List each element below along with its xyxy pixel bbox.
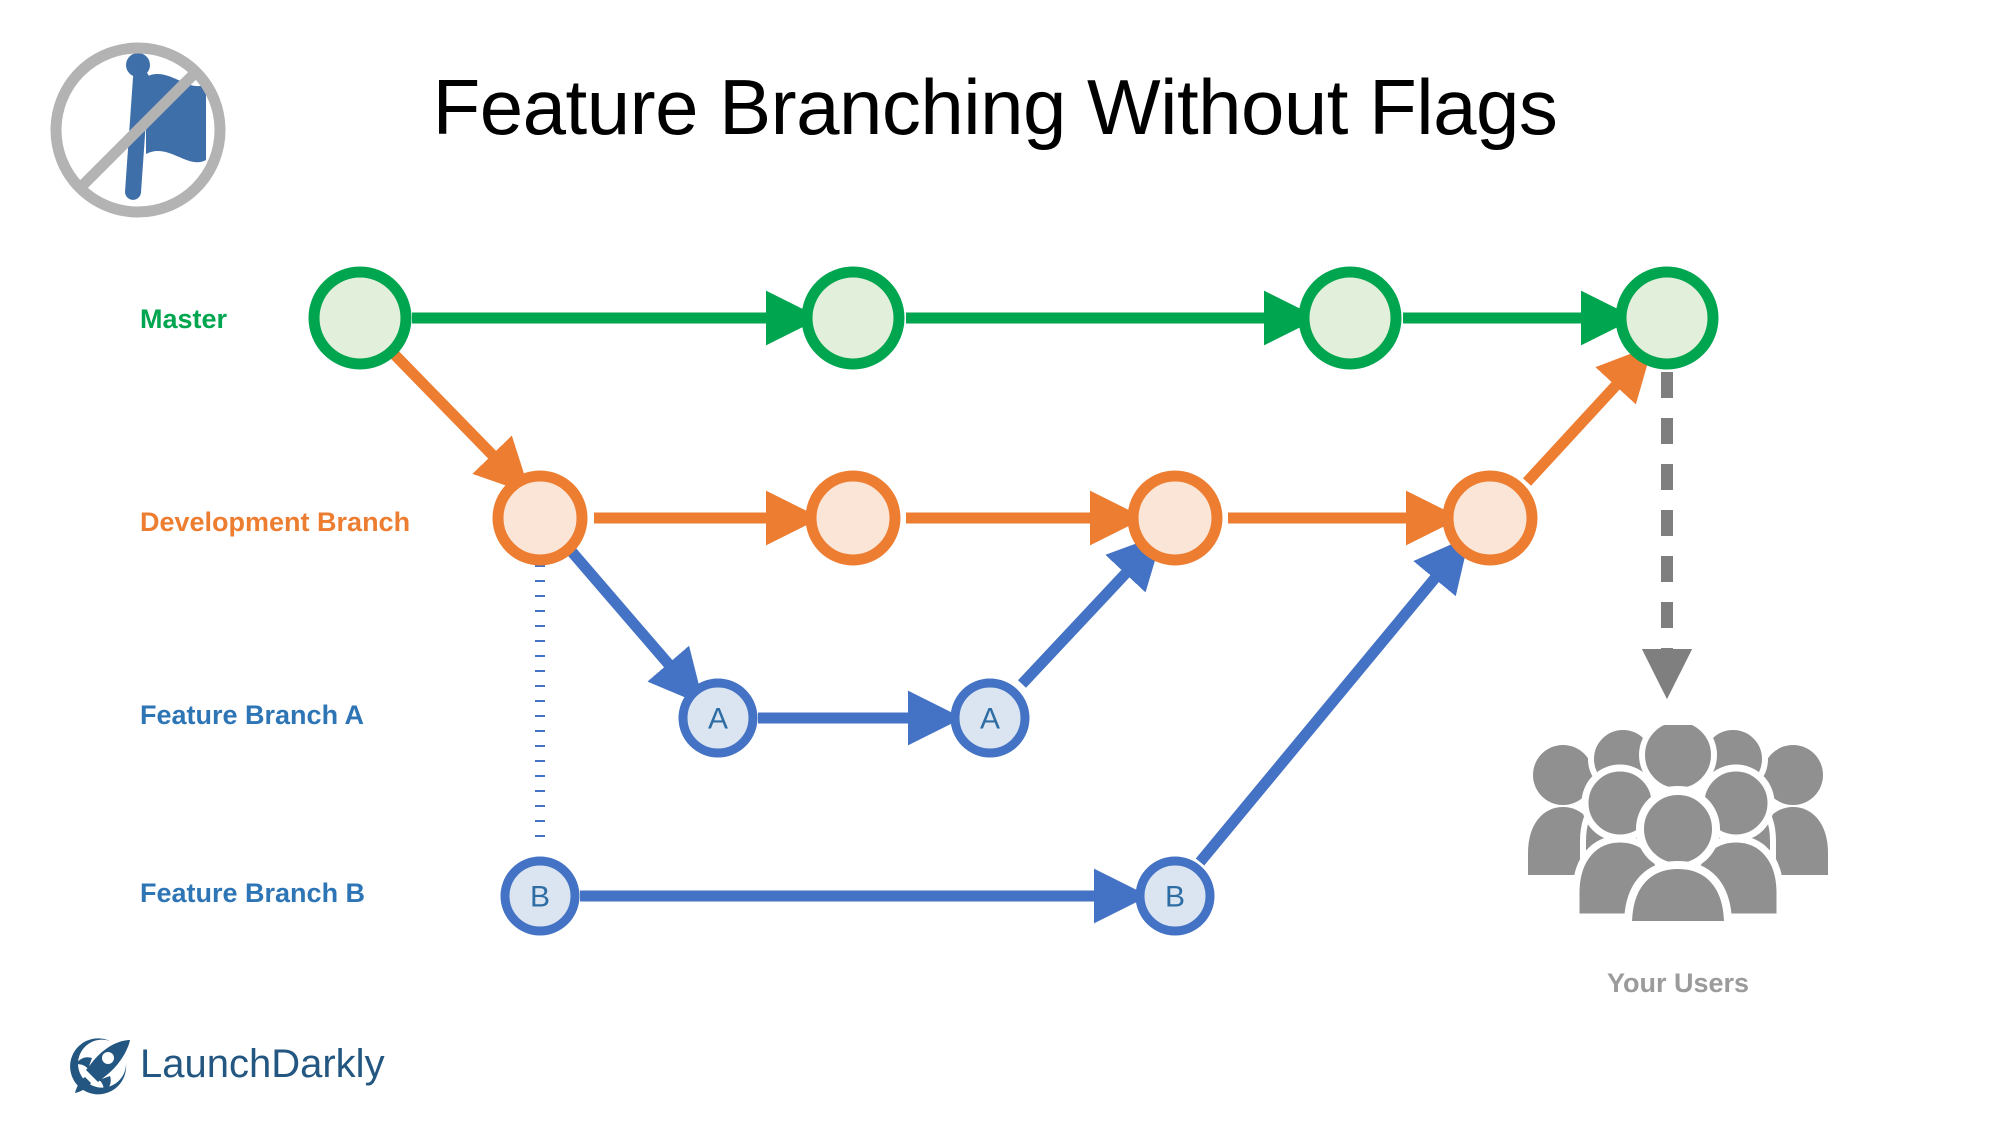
branch-off-edge	[389, 349, 531, 495]
master-node-1	[308, 266, 412, 370]
row-label-development: Development Branch	[140, 507, 411, 537]
feature-a-node-2-label: A	[980, 703, 1000, 736]
master-node-3	[1298, 266, 1402, 370]
development-nodes	[492, 470, 1538, 566]
feature-b-nodes: B B	[500, 856, 1215, 936]
feature-a-branch-edge	[567, 548, 705, 706]
release-merge-edge	[1522, 345, 1653, 486]
development-node-2	[805, 470, 901, 566]
feature-b-merge-edge	[1195, 536, 1470, 866]
feature-b-node-1	[500, 856, 580, 936]
row-label-master: Master	[140, 304, 228, 334]
launchdarkly-logo	[68, 1036, 328, 1098]
page-title: Feature Branching Without Flags	[432, 63, 1558, 151]
feature-a-node-2	[950, 678, 1030, 758]
ban-circle-icon	[50, 42, 226, 218]
master-node-2	[801, 266, 905, 370]
feature-b-node-1-label: B	[530, 881, 550, 914]
people-group-icon	[1528, 716, 1828, 929]
feature-a-merge-edge	[1017, 533, 1164, 688]
launchdarkly-wordmark: LaunchDarkly	[140, 1042, 385, 1086]
feature-b-node-2	[1135, 856, 1215, 936]
row-label-feature-b: Feature Branch B	[140, 878, 366, 908]
feature-b-node-2-label: B	[1165, 881, 1185, 914]
feature-a-node-1	[678, 678, 758, 758]
development-node-4	[1442, 470, 1538, 566]
row-label-feature-a: Feature Branch A	[140, 700, 365, 730]
no-feature-flag-badge	[28, 20, 248, 240]
rocket-logo-icon	[70, 1038, 130, 1095]
users-label: Your Users	[1606, 968, 1750, 998]
master-node-4	[1615, 266, 1719, 370]
master-nodes	[308, 266, 1719, 370]
feature-a-node-1-label: A	[708, 703, 728, 736]
development-node-3	[1127, 470, 1223, 566]
development-node-1	[492, 470, 588, 566]
feature-a-nodes: A A	[678, 678, 1030, 758]
